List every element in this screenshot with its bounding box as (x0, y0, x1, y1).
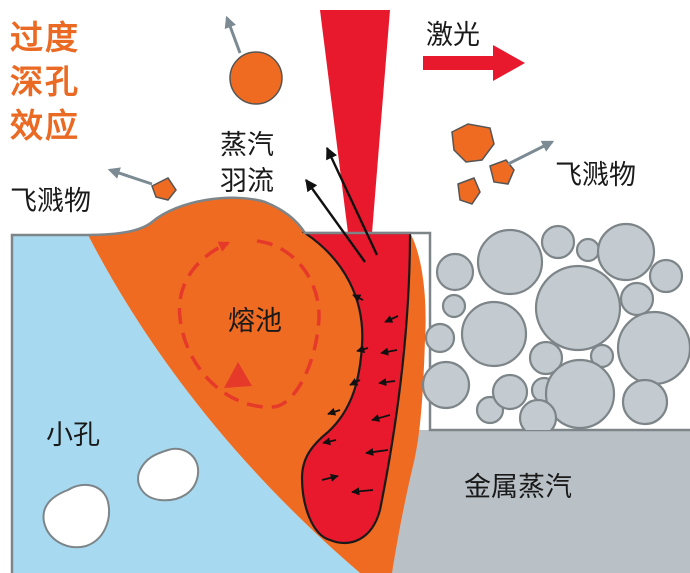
vapor-plume-arrow-right (325, 146, 379, 256)
spatter-label-right: 飞溅物 (555, 160, 636, 191)
spatter-droplet (451, 123, 495, 163)
spatter-droplet (151, 177, 177, 201)
spatter-droplet (489, 159, 515, 185)
keyhole-pressure-arrows (321, 294, 399, 496)
spatter-droplet (457, 177, 481, 205)
spatter-label-left: 飞溅物 (10, 186, 91, 217)
spatter-droplet-large (229, 51, 283, 105)
metal-vapor-bubbles (421, 222, 690, 430)
pore-small (137, 447, 200, 502)
melt-pool-label: 熔池 (228, 306, 282, 337)
metal-vapor-label: 金属蒸汽 (464, 472, 572, 503)
convection-arrow-head (224, 362, 252, 388)
spatter-arrow (507, 140, 555, 166)
vapor-plume-arrow-left (305, 179, 366, 263)
vapor-plume-label-line: 羽流 (220, 166, 274, 197)
title-line: 效应 (10, 106, 80, 145)
spatter-arrow (224, 15, 242, 54)
convection-loop (177, 239, 321, 409)
vapor-plume-label-line: 蒸汽 (220, 130, 274, 161)
title-line: 过度 (10, 18, 80, 57)
laser-beam (320, 10, 390, 233)
title-line: 深孔 (10, 62, 80, 101)
laser-direction-arrow (423, 45, 525, 81)
pore-label: 小孔 (46, 420, 100, 451)
surface-outline (10, 196, 690, 573)
pore-large (42, 483, 110, 549)
laser-label: 激光 (426, 20, 480, 51)
spatter-arrow (107, 167, 153, 186)
metal-vapor-region (385, 430, 690, 573)
keyhole-cavity (300, 231, 412, 544)
vapor-plume-label: 蒸汽 羽流 (220, 128, 274, 200)
diagram-title: 过度 深孔 效应 (10, 16, 80, 148)
